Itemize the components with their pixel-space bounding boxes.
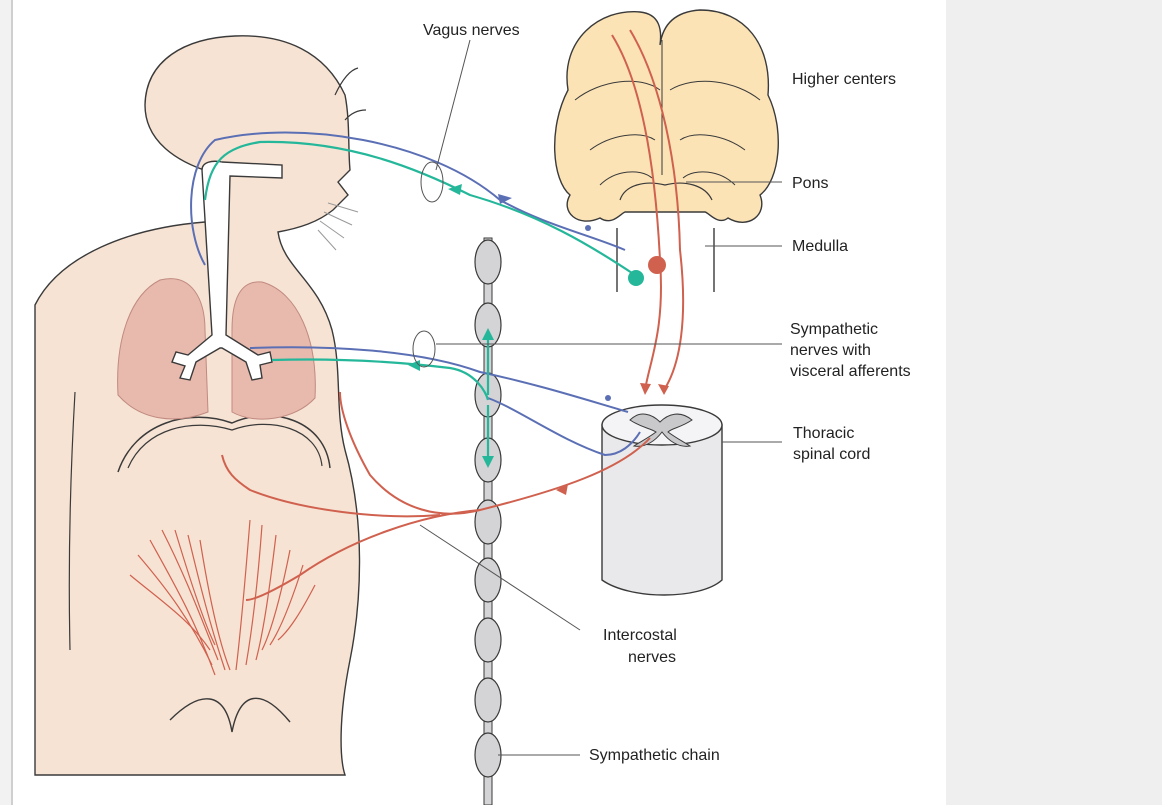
ganglion-7 — [475, 618, 501, 662]
label-thoracic-line1: Thoracic — [793, 425, 854, 442]
label-intercostal-line1: Intercostal — [603, 627, 677, 644]
label-higher-centers: Higher centers — [792, 71, 896, 88]
label-intercostal-line2: nerves — [628, 649, 676, 666]
label-sympathetic-line1: Sympathetic — [790, 321, 878, 338]
ganglion-1 — [475, 240, 501, 284]
label-vagus-nerves: Vagus nerves — [423, 22, 520, 39]
intercostal-upper — [340, 392, 480, 514]
medullary-neuron — [648, 256, 666, 274]
label-pons: Pons — [792, 175, 828, 192]
vagal-afferent-neuron — [628, 270, 644, 286]
brainstem — [555, 10, 779, 292]
vagal-terminal — [585, 225, 591, 231]
ganglion-6 — [475, 558, 501, 602]
label-thoracic-line2: spinal cord — [793, 446, 870, 463]
thoracic-spinal-cord — [602, 405, 722, 595]
ganglion-9 — [475, 733, 501, 777]
sympathetic-chain — [475, 238, 501, 805]
label-sympathetic-line3: visceral afferents — [790, 363, 911, 380]
label-sympathetic-line2: nerves with — [790, 342, 871, 359]
ganglion-8 — [475, 678, 501, 722]
label-medulla: Medulla — [792, 238, 848, 255]
sympathetic-terminal — [605, 395, 611, 401]
label-sympathetic-chain: Sympathetic chain — [589, 747, 720, 764]
